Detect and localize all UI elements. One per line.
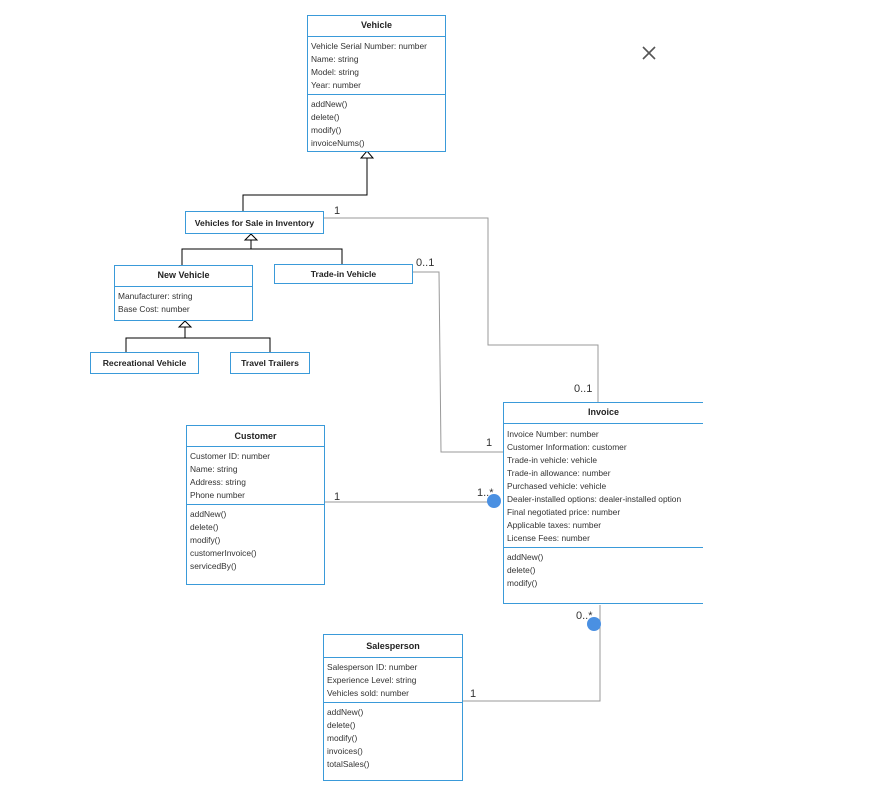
- class-title: Salesperson: [366, 641, 420, 651]
- method: delete(): [190, 522, 219, 532]
- class-attributes: Vehicle Serial Number: number Name: stri…: [308, 36, 445, 94]
- association-inventory-invoice: [324, 217, 599, 403]
- generalization-arrowhead: [177, 320, 193, 328]
- attribute: Base Cost: number: [118, 304, 190, 314]
- class-title: Trade-in Vehicle: [310, 269, 377, 279]
- inventory-class[interactable]: Vehicles for Sale in Inventory: [185, 211, 324, 234]
- invoice-class[interactable]: Invoice Invoice Number: number Customer …: [503, 402, 703, 604]
- method: modify(): [311, 125, 342, 135]
- method: addNew(): [327, 707, 364, 717]
- class-title: Vehicles for Sale in Inventory: [194, 217, 315, 228]
- attribute: Manufacturer: string: [118, 291, 193, 301]
- attribute: Applicable taxes: number: [507, 520, 602, 530]
- new-vehicle-class[interactable]: New Vehicle Manufacturer: string Base Co…: [114, 265, 253, 321]
- multiplicity-label: 1: [486, 437, 493, 449]
- attribute: Trade-in vehicle: vehicle: [507, 455, 597, 465]
- method: invoices(): [327, 746, 363, 756]
- attribute: Name: string: [190, 464, 238, 474]
- class-title: New Vehicle: [157, 270, 210, 280]
- method: servicedBy(): [190, 561, 237, 571]
- attribute: Model: string: [311, 67, 359, 77]
- multiplicity-label: 0..1: [574, 383, 593, 395]
- class-title: Customer: [234, 431, 277, 441]
- attribute: Customer ID: number: [190, 451, 271, 461]
- multiplicity-label: 1: [334, 205, 341, 217]
- connector-handle[interactable]: [587, 617, 601, 631]
- attribute: Customer Information: customer: [507, 442, 627, 452]
- method: delete(): [327, 720, 356, 730]
- attribute: Address: string: [190, 477, 246, 487]
- attribute: License Fees: number: [507, 533, 590, 543]
- salesperson-class[interactable]: Salesperson Salesperson ID: number Exper…: [323, 634, 463, 781]
- association-invoice-salesperson: [463, 605, 601, 702]
- association-tradein-invoice: [413, 271, 503, 453]
- attribute: Vehicles sold: number: [327, 688, 409, 698]
- class-attributes: Customer ID: number Name: string Address…: [187, 446, 324, 504]
- attribute: Dealer-installed options: dealer-install…: [507, 494, 682, 504]
- method: delete(): [311, 112, 340, 122]
- class-methods: addNew() delete() modify(): [504, 547, 703, 592]
- class-attributes: Salesperson ID: number Experience Level:…: [324, 657, 462, 702]
- multiplicity-label: 1: [334, 491, 341, 503]
- method: totalSales(): [327, 759, 370, 769]
- multiplicity-label: 1: [470, 688, 477, 700]
- attribute: Salesperson ID: number: [327, 662, 418, 672]
- customer-class[interactable]: Customer Customer ID: number Name: strin…: [186, 425, 325, 585]
- attribute: Name: string: [311, 54, 359, 64]
- class-title: Vehicle: [360, 20, 393, 30]
- generalization-inventory-vehicle: [242, 158, 368, 212]
- class-methods: addNew() delete() modify() invoiceNums(): [308, 94, 445, 152]
- method: addNew(): [190, 509, 227, 519]
- class-title: Recreational Vehicle: [102, 358, 187, 368]
- recreational-vehicle-class[interactable]: Recreational Vehicle: [90, 352, 199, 374]
- attribute: Vehicle Serial Number: number: [311, 41, 427, 51]
- attribute: Experience Level: string: [327, 675, 417, 685]
- class-title: Travel Trailers: [241, 358, 299, 368]
- class-attributes: Invoice Number: number Customer Informat…: [504, 423, 703, 547]
- method: delete(): [507, 565, 536, 575]
- trade-in-class[interactable]: Trade-in Vehicle: [274, 264, 413, 284]
- attribute: Final negotiated price: number: [507, 507, 621, 517]
- vehicle-class[interactable]: Vehicle Vehicle Serial Number: number Na…: [307, 15, 446, 152]
- method: customerInvoice(): [190, 548, 257, 558]
- method: addNew(): [311, 99, 348, 109]
- method: modify(): [507, 578, 538, 588]
- attribute: Invoice Number: number: [507, 429, 599, 439]
- generalization-rv-newvehicle: [125, 337, 271, 352]
- class-title: Invoice: [587, 407, 619, 417]
- attribute: Year: number: [311, 80, 361, 90]
- multiplicity-label: 0..1: [416, 257, 435, 269]
- connector-handle[interactable]: [487, 494, 501, 508]
- class-methods: addNew() delete() modify() invoices() to…: [324, 702, 462, 773]
- close-icon[interactable]: [638, 42, 660, 64]
- attribute: Trade-in allowance: number: [507, 468, 611, 478]
- method: modify(): [327, 733, 358, 743]
- class-methods: addNew() delete() modify() customerInvoi…: [187, 504, 324, 575]
- travel-trailers-class[interactable]: Travel Trailers: [230, 352, 310, 374]
- method: modify(): [190, 535, 221, 545]
- generalization-arrowhead: [243, 233, 259, 241]
- attribute: Phone number: [190, 490, 245, 500]
- attribute: Purchased vehicle: vehicle: [507, 481, 607, 491]
- generalization-arrowhead: [359, 150, 375, 159]
- generalization-newvehicle-inventory: [181, 248, 343, 265]
- class-attributes: Manufacturer: string Base Cost: number: [115, 286, 252, 318]
- method: addNew(): [507, 552, 544, 562]
- method: invoiceNums(): [311, 138, 365, 148]
